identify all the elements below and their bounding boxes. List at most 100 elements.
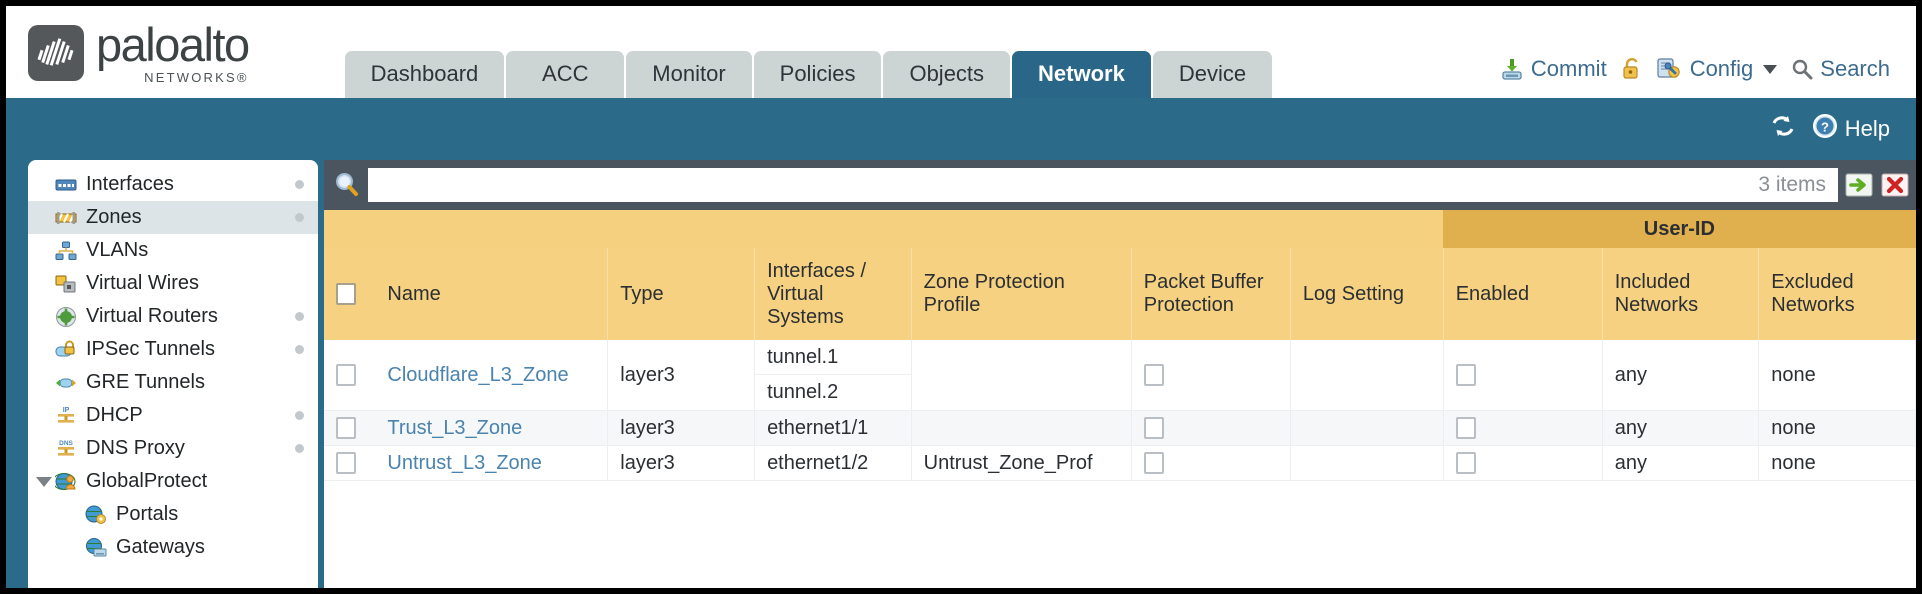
cell-name[interactable]: Trust_L3_Zone xyxy=(375,410,609,446)
sidebar-item-virtual-routers[interactable]: Virtual Routers xyxy=(28,300,318,333)
search-button[interactable]: Search xyxy=(1791,56,1890,82)
tab-network[interactable]: Network xyxy=(1012,51,1151,98)
tab-device[interactable]: Device xyxy=(1152,51,1273,98)
sidebar-item-gateways[interactable]: Gateways xyxy=(28,531,318,564)
zones-table: User-ID Name Type Interfaces / Virtual S… xyxy=(324,210,1916,481)
user-id-enabled-checkbox[interactable] xyxy=(1455,417,1476,440)
sidebar-item-label: DNS Proxy xyxy=(86,437,185,459)
tab-acc[interactable]: ACC xyxy=(506,51,625,98)
user-id-enabled-checkbox[interactable] xyxy=(1455,452,1476,475)
cell-name[interactable]: Cloudflare_L3_Zone xyxy=(375,340,609,411)
cell-type: layer3 xyxy=(607,410,756,446)
sidebar-item-label: Gateways xyxy=(116,536,205,558)
tab-objects[interactable]: Objects xyxy=(883,51,1011,98)
tab-policies[interactable]: Policies xyxy=(753,51,882,98)
zone-name-link[interactable]: Untrust_L3_Zone xyxy=(387,451,542,474)
commit-label: Commit xyxy=(1530,56,1607,81)
cell-zone-protection-profile xyxy=(911,410,1132,446)
commit-button[interactable]: Commit xyxy=(1500,56,1607,82)
sidebar-item-dhcp[interactable]: IP DHCP xyxy=(28,399,318,432)
table-group-header-row: User-ID xyxy=(324,210,1916,248)
packet-buffer-protection-checkbox[interactable] xyxy=(1143,417,1164,440)
column-header-packet-buffer-protection[interactable]: Packet Buffer Protection xyxy=(1131,248,1291,340)
chevron-down-icon[interactable] xyxy=(1763,64,1778,74)
sidebar-item-virtual-wires[interactable]: Virtual Wires xyxy=(28,267,318,300)
sidebar-item-label: GRE Tunnels xyxy=(86,371,205,393)
cell-log-setting xyxy=(1290,340,1444,411)
column-header-log-setting[interactable]: Log Setting xyxy=(1290,248,1444,340)
search-magnifier-icon xyxy=(1791,58,1813,80)
column-header-name[interactable]: Name xyxy=(375,248,609,340)
zone-name-link[interactable]: Cloudflare_L3_Zone xyxy=(387,363,569,386)
user-id-enabled-checkbox[interactable] xyxy=(1455,364,1476,387)
sidebar-item-label: VLANs xyxy=(86,239,149,261)
help-button[interactable]: ? Help xyxy=(1812,113,1890,145)
help-question-icon: ? xyxy=(1812,113,1838,145)
apply-filter-button[interactable] xyxy=(1844,170,1874,200)
table-row[interactable]: Untrust_L3_Zone layer3 ethernet1/2 Untru… xyxy=(324,445,1916,481)
cell-user-id-enabled xyxy=(1443,340,1603,411)
header-actions: Commit xyxy=(1500,56,1890,82)
packet-buffer-protection-checkbox[interactable] xyxy=(1143,452,1164,475)
dns-proxy-icon: DNS xyxy=(54,438,78,460)
column-header-interfaces[interactable]: Interfaces / Virtual Systems xyxy=(754,248,912,340)
main-panel: 3 items xyxy=(324,160,1916,588)
row-checkbox[interactable] xyxy=(336,452,356,475)
config-menu-button[interactable]: Config xyxy=(1657,56,1778,82)
cell-type: layer3 xyxy=(607,340,756,411)
column-header-enabled[interactable]: Enabled xyxy=(1443,248,1603,340)
table-row[interactable]: Trust_L3_Zone layer3 ethernet1/1 xyxy=(324,410,1916,446)
column-header-excluded-networks[interactable]: Excluded Networks xyxy=(1758,248,1916,340)
tab-monitor[interactable]: Monitor xyxy=(626,51,752,98)
group-header-user-id: User-ID xyxy=(1443,210,1916,248)
zones-icon xyxy=(54,207,78,229)
sidebar-item-ipsec-tunnels[interactable]: IPSec Tunnels xyxy=(28,333,318,366)
cell-type: layer3 xyxy=(607,445,756,481)
cell-user-id-enabled xyxy=(1443,445,1603,481)
packet-buffer-protection-checkbox[interactable] xyxy=(1143,364,1164,387)
group-header-spacer xyxy=(324,210,1444,248)
cell-interfaces: tunnel.1 tunnel.2 xyxy=(754,340,912,411)
expand-collapse-triangle-icon[interactable] xyxy=(36,476,52,487)
search-magnifier-icon[interactable] xyxy=(332,170,362,200)
sidebar-item-gre-tunnels[interactable]: GRE Tunnels xyxy=(28,366,318,399)
search-field-wrapper[interactable]: 3 items xyxy=(368,168,1838,202)
sidebar-item-zones[interactable]: Zones xyxy=(28,201,318,234)
tab-dashboard[interactable]: Dashboard xyxy=(344,51,505,98)
sidebar-item-label: Zones xyxy=(86,206,142,228)
row-checkbox[interactable] xyxy=(336,417,356,440)
sidebar-item-portals[interactable]: Portals xyxy=(28,498,318,531)
sidebar-item-vlans[interactable]: VLANs xyxy=(28,234,318,267)
column-header-included-networks[interactable]: Included Networks xyxy=(1602,248,1760,340)
config-label: Config xyxy=(1689,56,1754,81)
gre-tunnels-icon xyxy=(54,372,78,394)
column-header-zone-protection-profile[interactable]: Zone Protection Profile xyxy=(911,248,1132,340)
sidebar-item-interfaces[interactable]: Interfaces xyxy=(28,168,318,201)
interface-item: tunnel.1 xyxy=(755,340,911,375)
zones-table-container[interactable]: User-ID Name Type Interfaces / Virtual S… xyxy=(324,210,1916,588)
zone-name-link[interactable]: Trust_L3_Zone xyxy=(387,416,523,439)
items-count-label: 3 items xyxy=(1758,173,1826,196)
sidebar-item-label: Interfaces xyxy=(86,173,174,195)
select-all-checkbox[interactable] xyxy=(336,283,356,306)
clear-filter-button[interactable] xyxy=(1880,170,1910,200)
search-input[interactable] xyxy=(368,170,1751,200)
sidebar-item-dns-proxy[interactable]: DNS DNS Proxy xyxy=(28,432,318,465)
sidebar-status-dot xyxy=(295,444,304,453)
sidebar-item-globalprotect[interactable]: GlobalProtect xyxy=(28,465,318,498)
lock-button[interactable] xyxy=(1621,57,1643,81)
column-header-type[interactable]: Type xyxy=(607,248,756,340)
padlock-icon xyxy=(1621,57,1643,81)
cell-name[interactable]: Untrust_L3_Zone xyxy=(375,445,609,481)
dhcp-icon: IP xyxy=(54,405,78,427)
sidebar-item-label: Virtual Wires xyxy=(86,272,199,294)
help-label: Help xyxy=(1844,116,1890,141)
table-search-bar: 3 items xyxy=(324,160,1916,210)
brand-logo: paloalto NETWORKS® xyxy=(28,21,250,84)
row-checkbox[interactable] xyxy=(336,364,356,387)
cell-packet-buffer-protection xyxy=(1131,445,1291,481)
ipsec-tunnels-icon xyxy=(54,339,78,361)
select-all-header-cell xyxy=(324,248,376,340)
refresh-button[interactable] xyxy=(1770,114,1796,144)
config-wrench-key-icon xyxy=(1657,57,1683,81)
